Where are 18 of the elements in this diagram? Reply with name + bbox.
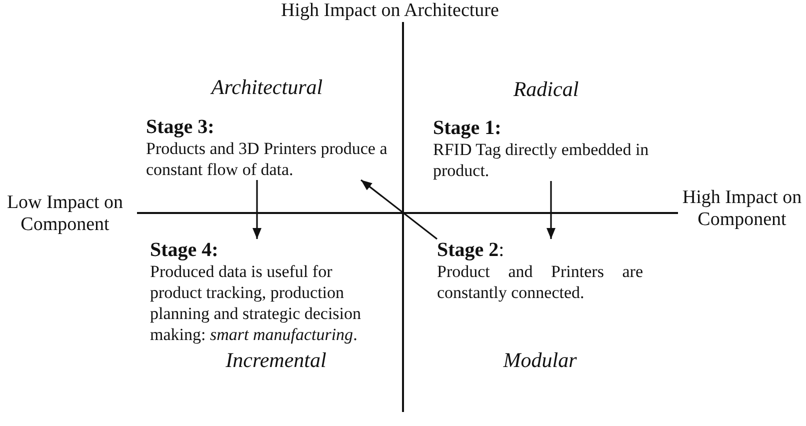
axis-label: High Impact on Component	[681, 187, 803, 231]
stage-description: RFID Tag directly embedded in product.	[433, 139, 650, 181]
quadrant-label: Incremental	[226, 348, 326, 372]
stage-description: Product and Printers are constantly connected.	[437, 261, 643, 303]
arrow	[360, 179, 438, 240]
stage-heading: Stage 3:	[146, 116, 214, 138]
stage-description: Produced data is useful for product tracking, production planning and strategic decision making: smart manufacturing.	[150, 261, 362, 345]
axis-label: High Impact on Architecture	[281, 0, 499, 22]
stage-heading: Stage 1:	[433, 117, 502, 139]
axis-label: Low Impact on Component	[6, 192, 124, 236]
arrow	[252, 180, 262, 239]
stage-description: Products and 3D Printers produce a constant flow of data.	[146, 138, 388, 180]
quadrant-label: Radical	[513, 77, 579, 101]
quadrant-label: Modular	[503, 348, 577, 372]
quadrant-label: Architectural	[211, 75, 323, 99]
stage-heading: Stage 4:	[150, 239, 218, 261]
arrow	[546, 181, 556, 239]
stage-heading: Stage 2:	[437, 239, 504, 261]
